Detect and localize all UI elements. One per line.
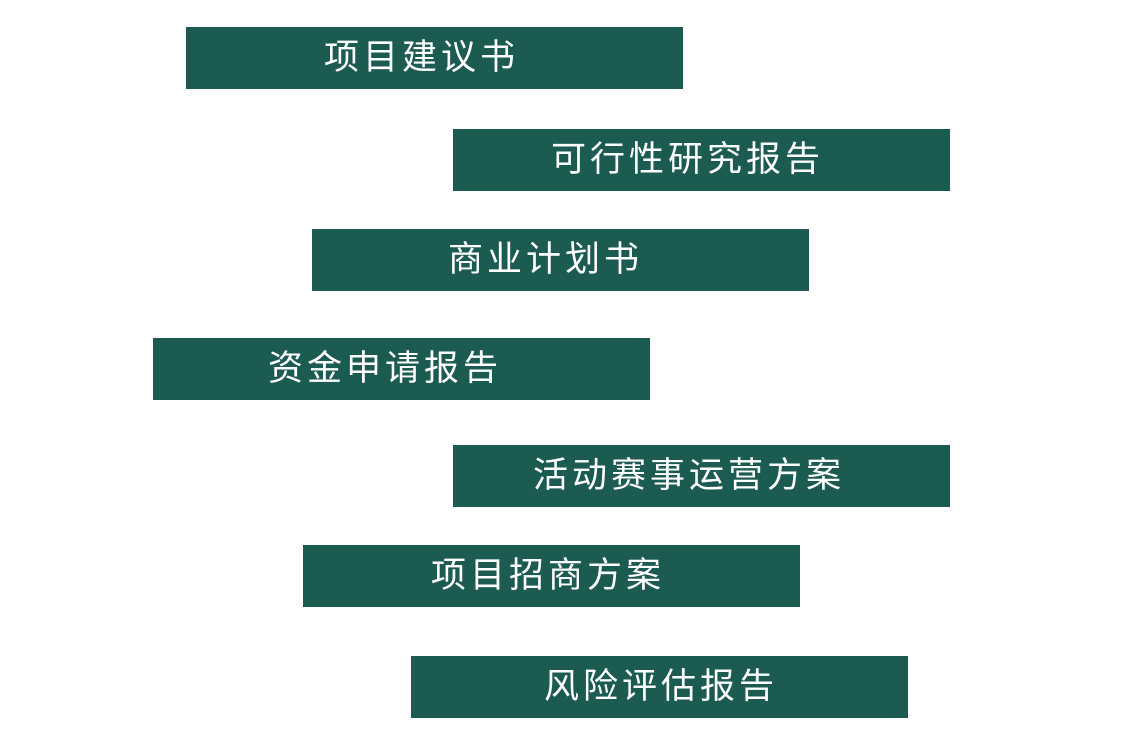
item-label: 风险评估报告	[544, 667, 779, 707]
item-label: 商业计划书	[448, 240, 644, 280]
item-label: 项目建议书	[324, 38, 520, 78]
item-label: 资金申请报告	[268, 349, 503, 389]
item-investment-promotion-plan: 项目招商方案	[303, 545, 800, 607]
item-label: 可行性研究报告	[551, 140, 825, 180]
item-label: 项目招商方案	[431, 556, 666, 596]
item-funding-application-report: 资金申请报告	[153, 338, 650, 400]
item-business-plan: 商业计划书	[312, 229, 809, 291]
item-label: 活动赛事运营方案	[533, 456, 846, 496]
item-feasibility-study-report: 可行性研究报告	[453, 129, 950, 191]
item-risk-assessment-report: 风险评估报告	[411, 656, 908, 718]
item-project-proposal: 项目建议书	[186, 27, 683, 89]
item-event-operation-plan: 活动赛事运营方案	[453, 445, 950, 507]
